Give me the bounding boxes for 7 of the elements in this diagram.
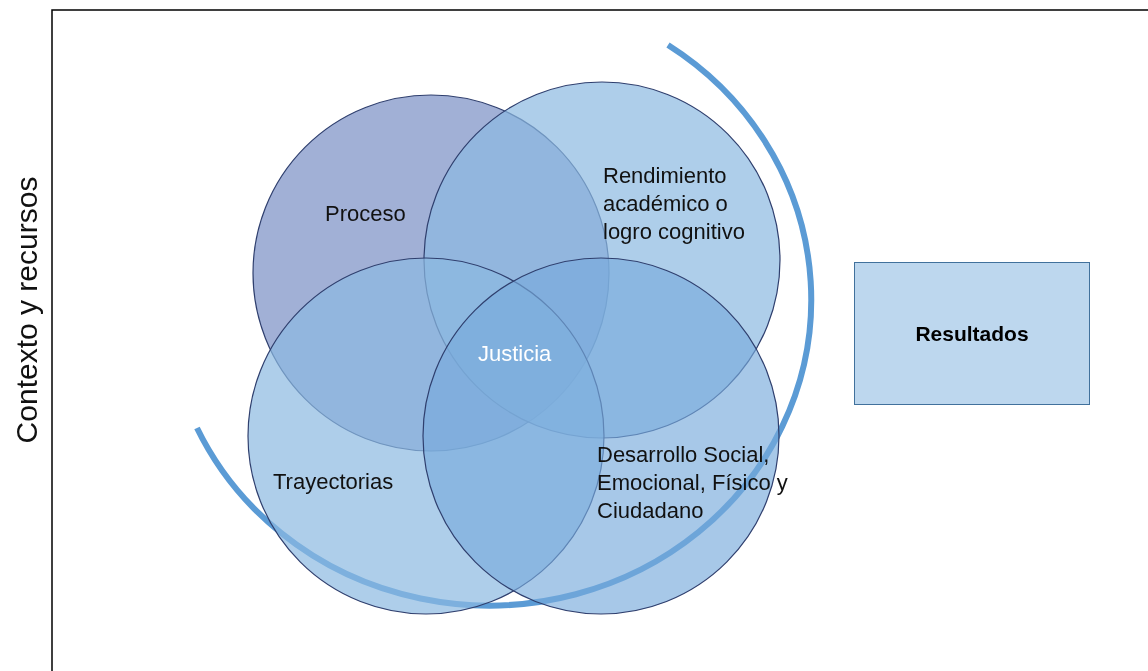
axis-label: Contexto y recursos bbox=[10, 176, 44, 444]
circle-label: Proceso bbox=[325, 200, 407, 228]
result-box: Resultados bbox=[854, 262, 1090, 405]
circle-label: Trayectorias bbox=[273, 468, 395, 496]
circle-label: Rendimiento académico o logro cognitivo bbox=[603, 162, 746, 246]
circle-label: Desarrollo Social, Emocional, Físico y Ciudadano bbox=[597, 441, 789, 525]
center-label: Justicia bbox=[478, 341, 552, 367]
